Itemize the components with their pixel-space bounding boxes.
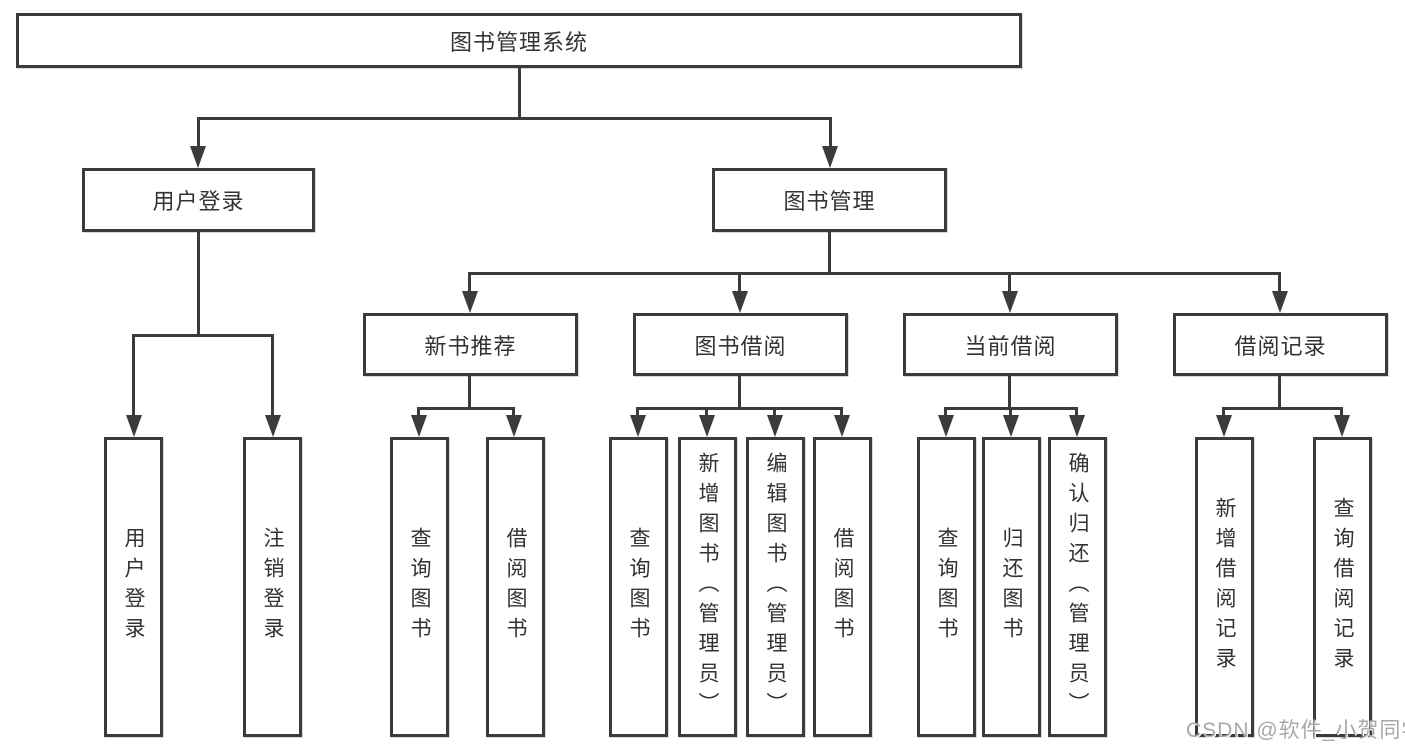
csdn-watermark: CSDN @软件_小贺同学	[1186, 719, 1405, 742]
connector-line	[1222, 407, 1225, 419]
node-new-book-recommendation: 新书推荐	[363, 313, 578, 376]
arrow-down-icon	[834, 415, 850, 437]
connector-line	[829, 117, 832, 150]
arrow-down-icon	[1272, 291, 1288, 313]
leaf-add-borrow-record: 新增借阅记录	[1195, 437, 1254, 737]
arrow-down-icon	[190, 146, 206, 168]
connector-line	[468, 272, 1281, 275]
connector-line	[197, 232, 200, 336]
leaf-add-books-admin: 新增图书（管理员）	[678, 437, 737, 737]
leaf-return-books: 归还图书	[982, 437, 1041, 737]
arrow-down-icon	[411, 415, 427, 437]
leaf-user-login: 用户登录	[104, 437, 163, 737]
connector-line	[512, 407, 515, 419]
connector-line	[468, 272, 471, 293]
connector-line	[636, 407, 843, 410]
connector-line	[1222, 407, 1343, 410]
connector-line	[840, 407, 843, 419]
connector-line	[1278, 272, 1281, 293]
arrow-down-icon	[699, 415, 715, 437]
connector-line	[944, 407, 947, 419]
connector-line	[132, 334, 274, 337]
connector-line	[417, 407, 515, 410]
arrow-down-icon	[1069, 415, 1085, 437]
leaf-edit-books-admin: 编辑图书（管理员）	[746, 437, 805, 737]
connector-line	[1340, 407, 1343, 419]
arrow-down-icon	[462, 291, 478, 313]
connector-line	[1278, 375, 1281, 409]
node-user-login: 用户登录	[82, 168, 315, 232]
connector-line	[518, 68, 521, 119]
connector-line	[828, 232, 831, 274]
connector-line	[271, 334, 274, 417]
connector-line	[132, 334, 135, 417]
leaf-confirm-return-admin: 确认归还（管理员）	[1048, 437, 1107, 737]
node-book-management: 图书管理	[712, 168, 947, 232]
connector-line	[417, 407, 420, 419]
leaf-borrow-books: 借阅图书	[813, 437, 872, 737]
connector-line	[1008, 375, 1011, 409]
arrow-down-icon	[126, 415, 142, 437]
arrow-down-icon	[822, 146, 838, 168]
connector-line	[1075, 407, 1078, 419]
arrow-down-icon	[630, 415, 646, 437]
arrow-down-icon	[767, 415, 783, 437]
arrow-down-icon	[506, 415, 522, 437]
node-book-borrowing: 图书借阅	[633, 313, 848, 376]
node-current-borrowing: 当前借阅	[903, 313, 1118, 376]
arrow-down-icon	[1003, 415, 1019, 437]
connector-line	[1009, 407, 1012, 419]
connector-line	[738, 272, 741, 293]
connector-line	[197, 117, 200, 150]
node-library-system: 图书管理系统	[16, 13, 1022, 68]
leaf-borrow-books-recommend: 借阅图书	[486, 437, 545, 737]
connector-line	[1008, 272, 1011, 293]
connector-line	[773, 407, 776, 419]
connector-line	[197, 117, 832, 120]
connector-line	[468, 375, 471, 409]
arrow-down-icon	[265, 415, 281, 437]
connector-line	[705, 407, 708, 419]
leaf-query-books-recommend: 查询图书	[390, 437, 449, 737]
arrow-down-icon	[1334, 415, 1350, 437]
connector-line	[738, 375, 741, 409]
arrow-down-icon	[1216, 415, 1232, 437]
arrow-down-icon	[732, 291, 748, 313]
connector-line	[636, 407, 639, 419]
arrow-down-icon	[938, 415, 954, 437]
leaf-logout: 注销登录	[243, 437, 302, 737]
leaf-query-books-borrow: 查询图书	[609, 437, 668, 737]
node-borrowing-records: 借阅记录	[1173, 313, 1388, 376]
leaf-query-borrow-record: 查询借阅记录	[1313, 437, 1372, 737]
arrow-down-icon	[1002, 291, 1018, 313]
leaf-query-books-current: 查询图书	[917, 437, 976, 737]
